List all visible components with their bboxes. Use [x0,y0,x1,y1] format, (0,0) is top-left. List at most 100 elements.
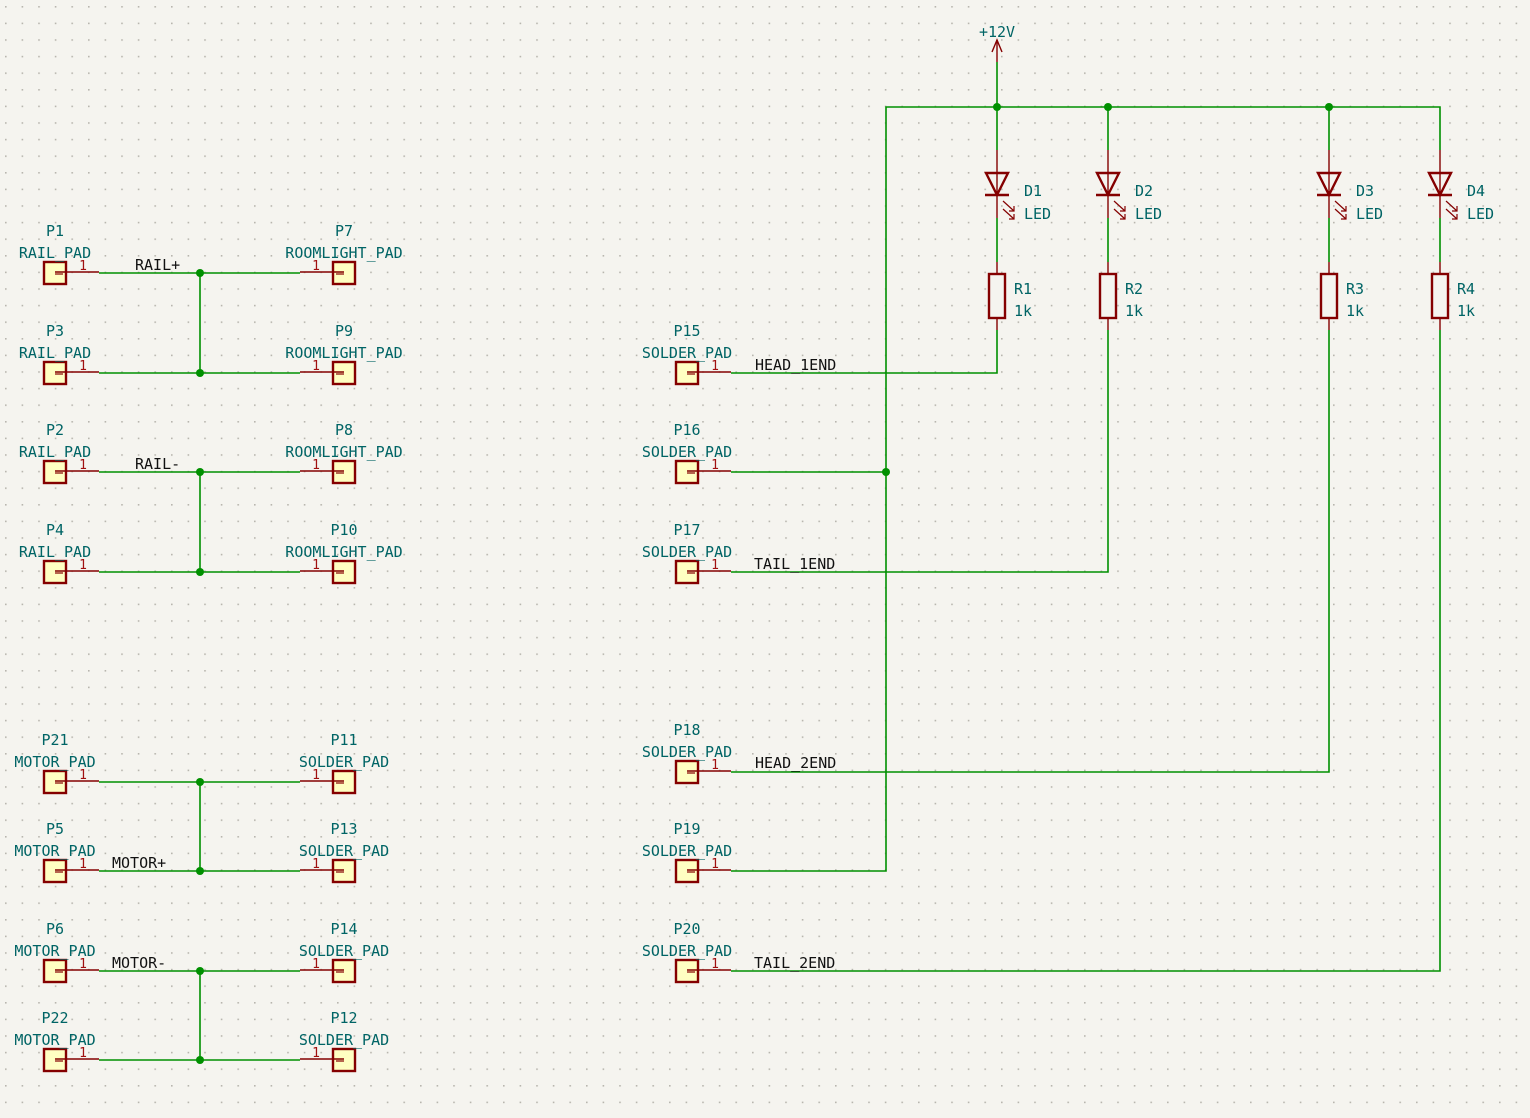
pin-number: 1 [312,359,320,374]
pin-number: 1 [312,558,320,573]
junction-dot [993,103,1001,111]
pad-body [674,759,700,785]
wire-12v-bus[interactable] [885,106,1441,471]
net-label-head-2end[interactable]: HEAD_2END [755,754,836,772]
wire-head-1end[interactable] [731,330,998,374]
power-symbol-12v[interactable]: +12V [979,23,1015,62]
junction-dot [196,568,204,576]
reference-label: P9 [335,322,353,340]
wire-head-2end[interactable] [731,330,1330,773]
reference-label: P4 [46,521,64,539]
net-label-tail-2end[interactable]: TAIL_2END [754,954,835,972]
net-label-tail-1end[interactable]: TAIL_1END [754,555,835,573]
resistor-body [987,272,1007,320]
light-arrowhead [1120,206,1126,212]
value-label: SOLDER_PAD [299,942,389,960]
reference-label: P18 [673,721,700,739]
junction-dot [196,867,204,875]
value-label: ROOMLIGHT_PAD [285,543,402,561]
value-label: 1k [1014,302,1032,320]
reference-label: P7 [335,222,353,240]
pin-number: 1 [711,558,719,573]
net-label-motor-[interactable]: MOTOR+ [112,854,166,872]
power-label: +12V [979,23,1015,41]
net-label-motor-[interactable]: MOTOR- [112,954,166,972]
reference-label: P2 [46,421,64,439]
net-label-rail-[interactable]: RAIL+ [135,256,180,274]
value-label: SOLDER_PAD [642,842,732,860]
wire-tail-2end[interactable] [731,330,1441,972]
reference-label: D2 [1135,182,1153,200]
value-label: RAIL_PAD [19,443,91,461]
net-label-head-1end[interactable]: HEAD_1END [755,356,836,374]
value-label: RAIL_PAD [19,244,91,262]
value-label: LED [1467,205,1494,223]
reference-label: P19 [673,820,700,838]
reference-label: P1 [46,222,64,240]
pin-number: 1 [312,259,320,274]
net-label-rail-[interactable]: RAIL- [135,455,180,473]
value-label: RAIL_PAD [19,344,91,362]
junction-dot [196,778,204,786]
value-label: SOLDER_PAD [642,443,732,461]
wire-tail-1end[interactable] [731,330,1109,573]
pin-number: 1 [312,768,320,783]
reference-label: P22 [41,1009,68,1027]
junction-dot [196,468,204,476]
pad-body [674,559,700,585]
pin-number: 1 [711,758,719,773]
light-arrow-icon [1113,208,1126,220]
pad-body [42,459,68,485]
pad-body [331,260,357,286]
pad-body [674,858,700,884]
wire-12v-p19[interactable] [731,472,887,872]
pad-body [331,459,357,485]
pin-number: 1 [79,857,87,872]
reference-label: P16 [673,421,700,439]
light-arrow-icon [1113,200,1126,212]
value-label: SOLDER_PAD [299,753,389,771]
pad-body [674,958,700,984]
reference-label: P10 [330,521,357,539]
pad-body [42,858,68,884]
reference-label: D4 [1467,182,1485,200]
led-triangle-icon [984,171,1010,198]
pin-number: 1 [79,768,87,783]
junction-dot [882,468,890,476]
resistor-body [1098,272,1118,320]
light-arrowhead [1341,206,1347,212]
value-label: SOLDER_PAD [642,344,732,362]
